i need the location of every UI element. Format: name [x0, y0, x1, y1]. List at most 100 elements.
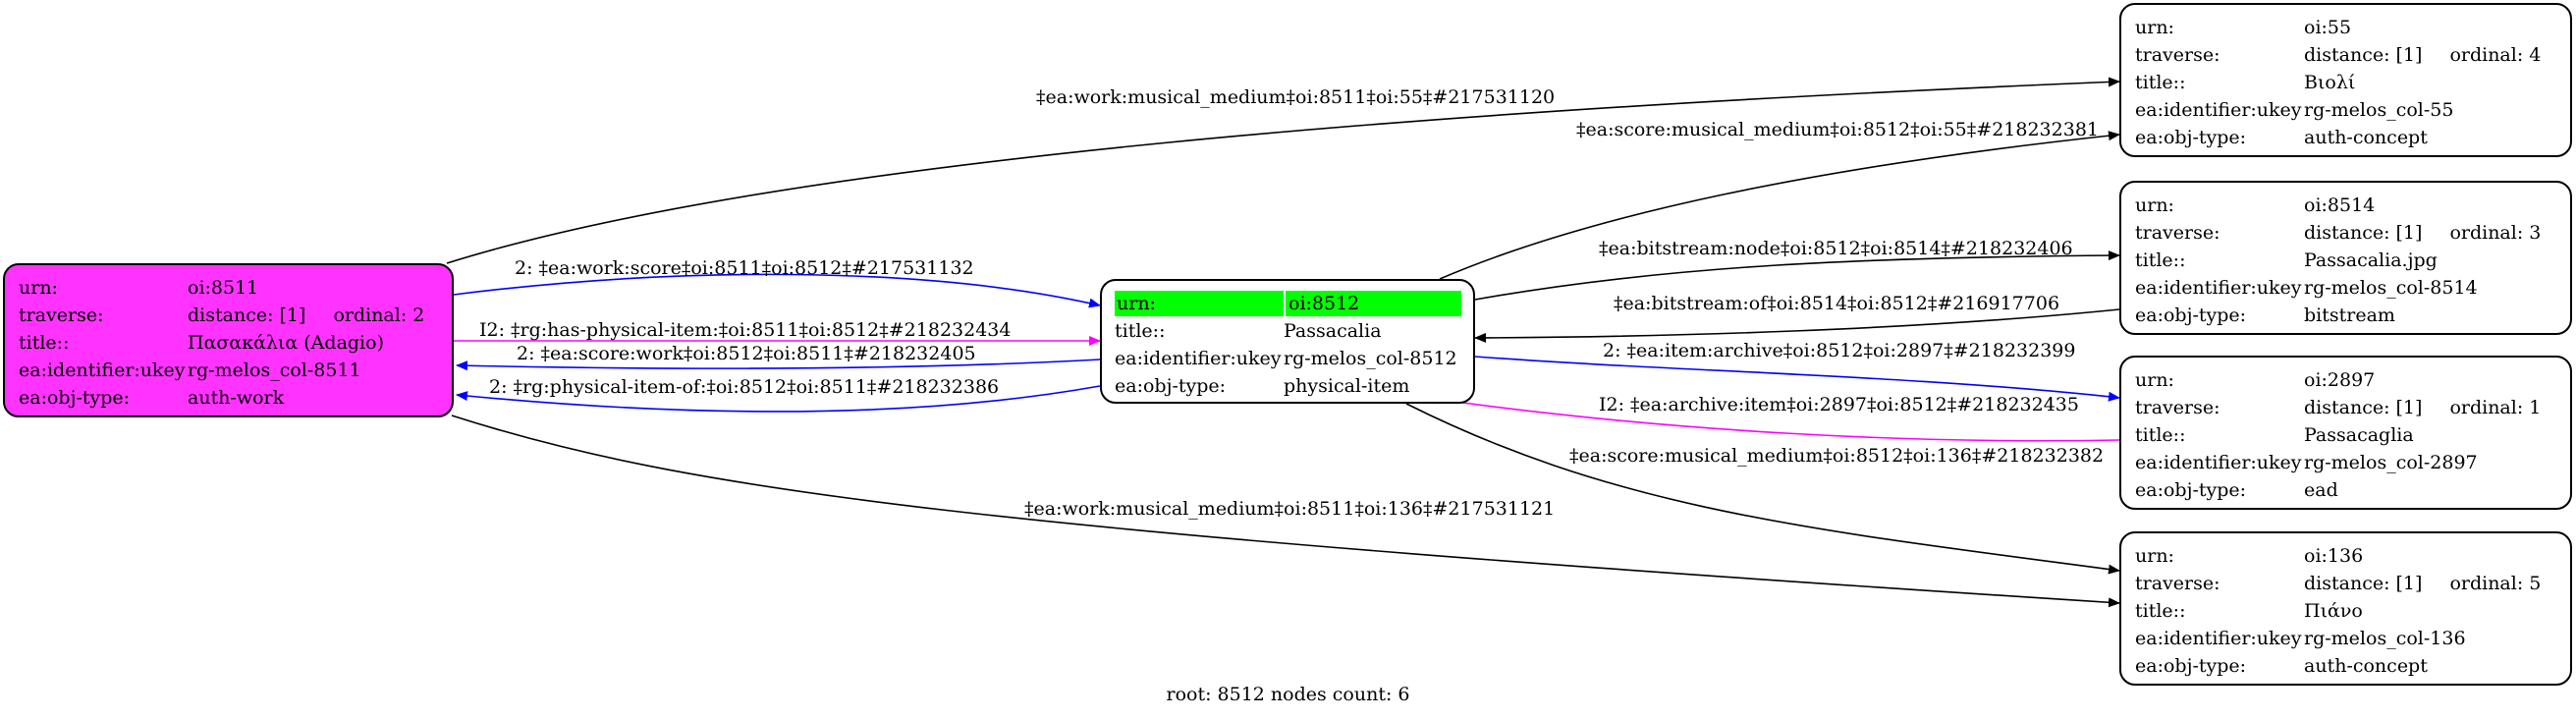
urn-value: oi:55 [2304, 17, 2352, 38]
urn-key: urn: [2135, 194, 2174, 216]
title-key: title:: [1115, 320, 1166, 342]
node-oi-8514[interactable]: urn: oi:8514 traverse: distance: [1] ordina… [2119, 181, 2572, 335]
type-value: auth-work [188, 387, 285, 409]
distance-value: distance: [1] [2304, 397, 2423, 418]
edge-label: 2: ‡ea:item:archive‡oi:8512‡oi:2897‡#218… [1603, 340, 2075, 361]
node-oi-8511[interactable]: urn:oi:8511 traverse:distance: [1]ordina… [3, 263, 454, 417]
type-row: ea:obj-type: auth-concept [2135, 652, 2560, 680]
distance-value: distance: [1] [2304, 573, 2423, 594]
urn-row: urn: oi:2897 [2135, 366, 2560, 394]
edge-work-musical-medium-8511-136 [451, 415, 2120, 608]
title-row: title::Passacalia [1115, 317, 1463, 345]
node-oi-2897[interactable]: urn: oi:2897 traverse: distance: [1] ordina… [2119, 356, 2572, 510]
edge-label: 2: ‡rg:physical-item-of:‡oi:8512‡oi:8511… [489, 376, 999, 398]
traverse-key: traverse: [2135, 44, 2220, 66]
traverse-row: traverse: distance: [1] ordinal: 1 [2135, 394, 2560, 421]
traverse-row: traverse:distance: [1]ordinal: 4 [2135, 41, 2560, 69]
type-row: ea:obj-type: auth-work [19, 384, 442, 412]
edge-physical-item-of-8512-8511 [456, 385, 1101, 413]
title-value: Βιολί [2304, 72, 2356, 93]
ukey-value: rg-melos_col-8514 [2304, 277, 2478, 299]
urn-row: urn:oi:55 [2135, 14, 2560, 41]
type-row: ea:obj-type: physical-item [1115, 372, 1463, 400]
title-row: title::Πιάνο [2135, 597, 2560, 625]
type-value: auth-concept [2304, 655, 2428, 677]
ordinal-value: ordinal: 3 [2449, 222, 2542, 244]
edge-label: 2: ‡ea:work:score‡oi:8511‡oi:8512‡#21753… [515, 257, 974, 279]
title-key: title:: [2135, 600, 2186, 622]
node-oi-8512-root[interactable]: urn:oi:8512 title::Passacalia ea:identif… [1100, 279, 1475, 404]
urn-value: oi:136 [2304, 545, 2364, 567]
traverse-key: traverse: [2135, 573, 2220, 594]
urn-value: oi:8514 [2304, 194, 2376, 216]
distance-value: distance: [1] [2304, 44, 2423, 66]
edge-label: ‡ea:bitstream:node‡oi:8512‡oi:8514‡#2182… [1599, 238, 2073, 259]
title-row: title::Πασακάλια (Adagio) [19, 329, 442, 357]
title-key: title:: [2135, 424, 2186, 446]
edge-label: ‡ea:score:musical_medium‡oi:8512‡oi:136‡… [1569, 445, 2104, 467]
traverse-row: traverse: distance: [1] ordinal: 5 [2135, 570, 2560, 597]
ukey-value: rg-melos_col-136 [2304, 628, 2466, 649]
ordinal-value: ordinal: 2 [333, 304, 425, 326]
edge-work-score-8511-8512 [453, 273, 1101, 308]
title-key: title:: [2135, 72, 2186, 93]
title-value: Passacalia [1284, 320, 1382, 342]
graph-footer: root: 8512 nodes count: 6 [1166, 684, 1410, 705]
type-value: bitstream [2304, 304, 2395, 326]
urn-key: urn: [2135, 369, 2174, 391]
edge-bitstream-node-8512-8514 [1474, 250, 2120, 301]
urn-key: urn: [19, 277, 58, 299]
ukey-key: ea:identifier:ukey [2135, 277, 2302, 299]
ukey-value: rg-melos_col-55 [2304, 99, 2454, 121]
title-value: Πασακάλια (Adagio) [188, 332, 384, 354]
edge-archive-item-2897-8512 [1426, 394, 2120, 442]
type-key: ea:obj-type: [2135, 655, 2247, 677]
urn-key: urn: [1115, 291, 1284, 316]
ordinal-value: ordinal: 5 [2449, 573, 2542, 594]
node-oi-55[interactable]: urn:oi:55 traverse:distance: [1]ordinal:… [2119, 3, 2572, 157]
edge-label: ‡ea:bitstream:of‡oi:8514‡oi:8512‡#216917… [1614, 293, 2059, 314]
ukey-value: rg-melos_col-8512 [1284, 348, 1457, 369]
urn-value: oi:2897 [2304, 369, 2376, 391]
type-value: physical-item [1284, 375, 1410, 397]
edge-label: I2: ‡rg:has-physical-item:‡oi:8511‡oi:85… [479, 319, 1011, 341]
type-value: ead [2304, 479, 2338, 501]
node-oi-136[interactable]: urn: oi:136 traverse: distance: [1] ordinal… [2119, 531, 2572, 686]
urn-row: urn:oi:8511 [19, 274, 442, 302]
ukey-key: ea:identifier:ukey [2135, 452, 2302, 473]
title-value: Πιάνο [2304, 600, 2363, 622]
traverse-key: traverse: [19, 304, 104, 326]
title-key: title:: [2135, 249, 2186, 271]
type-key: ea:obj-type: [19, 387, 131, 409]
edge-label: ‡ea:score:musical_medium‡oi:8512‡oi:55‡#… [1576, 119, 2099, 140]
edge-score-musical-medium-8512-55 [1439, 131, 2120, 280]
type-key: ea:obj-type: [1115, 375, 1227, 397]
ukey-value: rg-melos_col-2897 [2304, 452, 2478, 473]
traverse-row: traverse: distance: [1] ordinal: 3 [2135, 219, 2560, 247]
urn-value: oi:8512 [1286, 291, 1461, 316]
title-key: title:: [19, 332, 70, 354]
traverse-row: traverse:distance: [1]ordinal: 2 [19, 302, 442, 329]
traverse-key: traverse: [2135, 222, 2220, 244]
distance-value: distance: [1] [2304, 222, 2423, 244]
edge-work-musical-medium-8511-55 [446, 77, 2120, 264]
ordinal-value: ordinal: 1 [2449, 397, 2542, 418]
urn-key: urn: [2135, 545, 2174, 567]
edge-label: ‡ea:work:musical_medium‡oi:8511‡oi:55‡#2… [1036, 86, 1555, 108]
title-row: title::Passacalia.jpg [2135, 247, 2560, 274]
urn-row-highlighted: urn:oi:8512 [1115, 290, 1463, 317]
edge-label: I2: ‡ea:archive:item‡oi:2897‡oi:8512‡#21… [1599, 394, 2079, 415]
traverse-key: traverse: [2135, 397, 2220, 418]
ukey-key: ea:identifier:ukey [1115, 348, 1282, 369]
title-row: title::Passacaglia [2135, 421, 2560, 449]
ukey-key: ea:identifier:ukey [19, 360, 186, 381]
ukey-key: ea:identifier:ukey [2135, 628, 2302, 649]
type-value: auth-concept [2304, 127, 2428, 148]
edge-item-archive-8512-2897 [1474, 356, 2120, 402]
ukey-key: ea:identifier:ukey [2135, 99, 2302, 121]
